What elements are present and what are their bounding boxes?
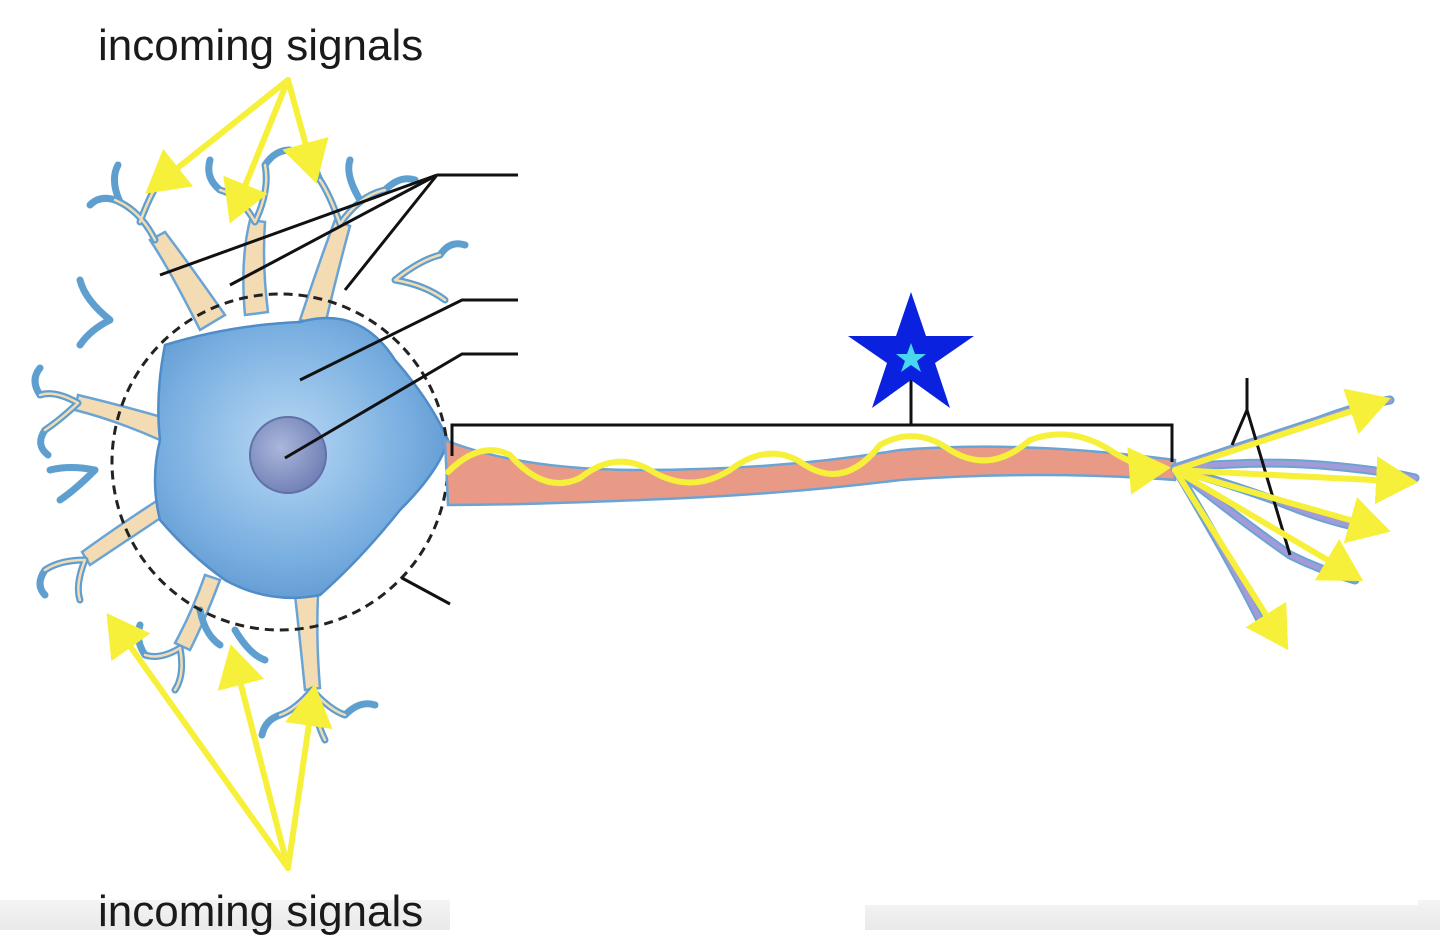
bottom-cover-right bbox=[865, 845, 1418, 905]
incoming-signals-label-top: incoming signals bbox=[98, 21, 424, 70]
star-marker bbox=[848, 292, 974, 408]
bottom-cover bbox=[450, 845, 865, 930]
incoming-arrows bbox=[106, 77, 333, 871]
leader-lines bbox=[159, 173, 1292, 606]
axon bbox=[443, 438, 1177, 507]
incoming-signals-label-bottom: incoming signals bbox=[98, 887, 424, 936]
signal-wave bbox=[445, 431, 1171, 495]
outgoing-arrows bbox=[1172, 388, 1418, 651]
